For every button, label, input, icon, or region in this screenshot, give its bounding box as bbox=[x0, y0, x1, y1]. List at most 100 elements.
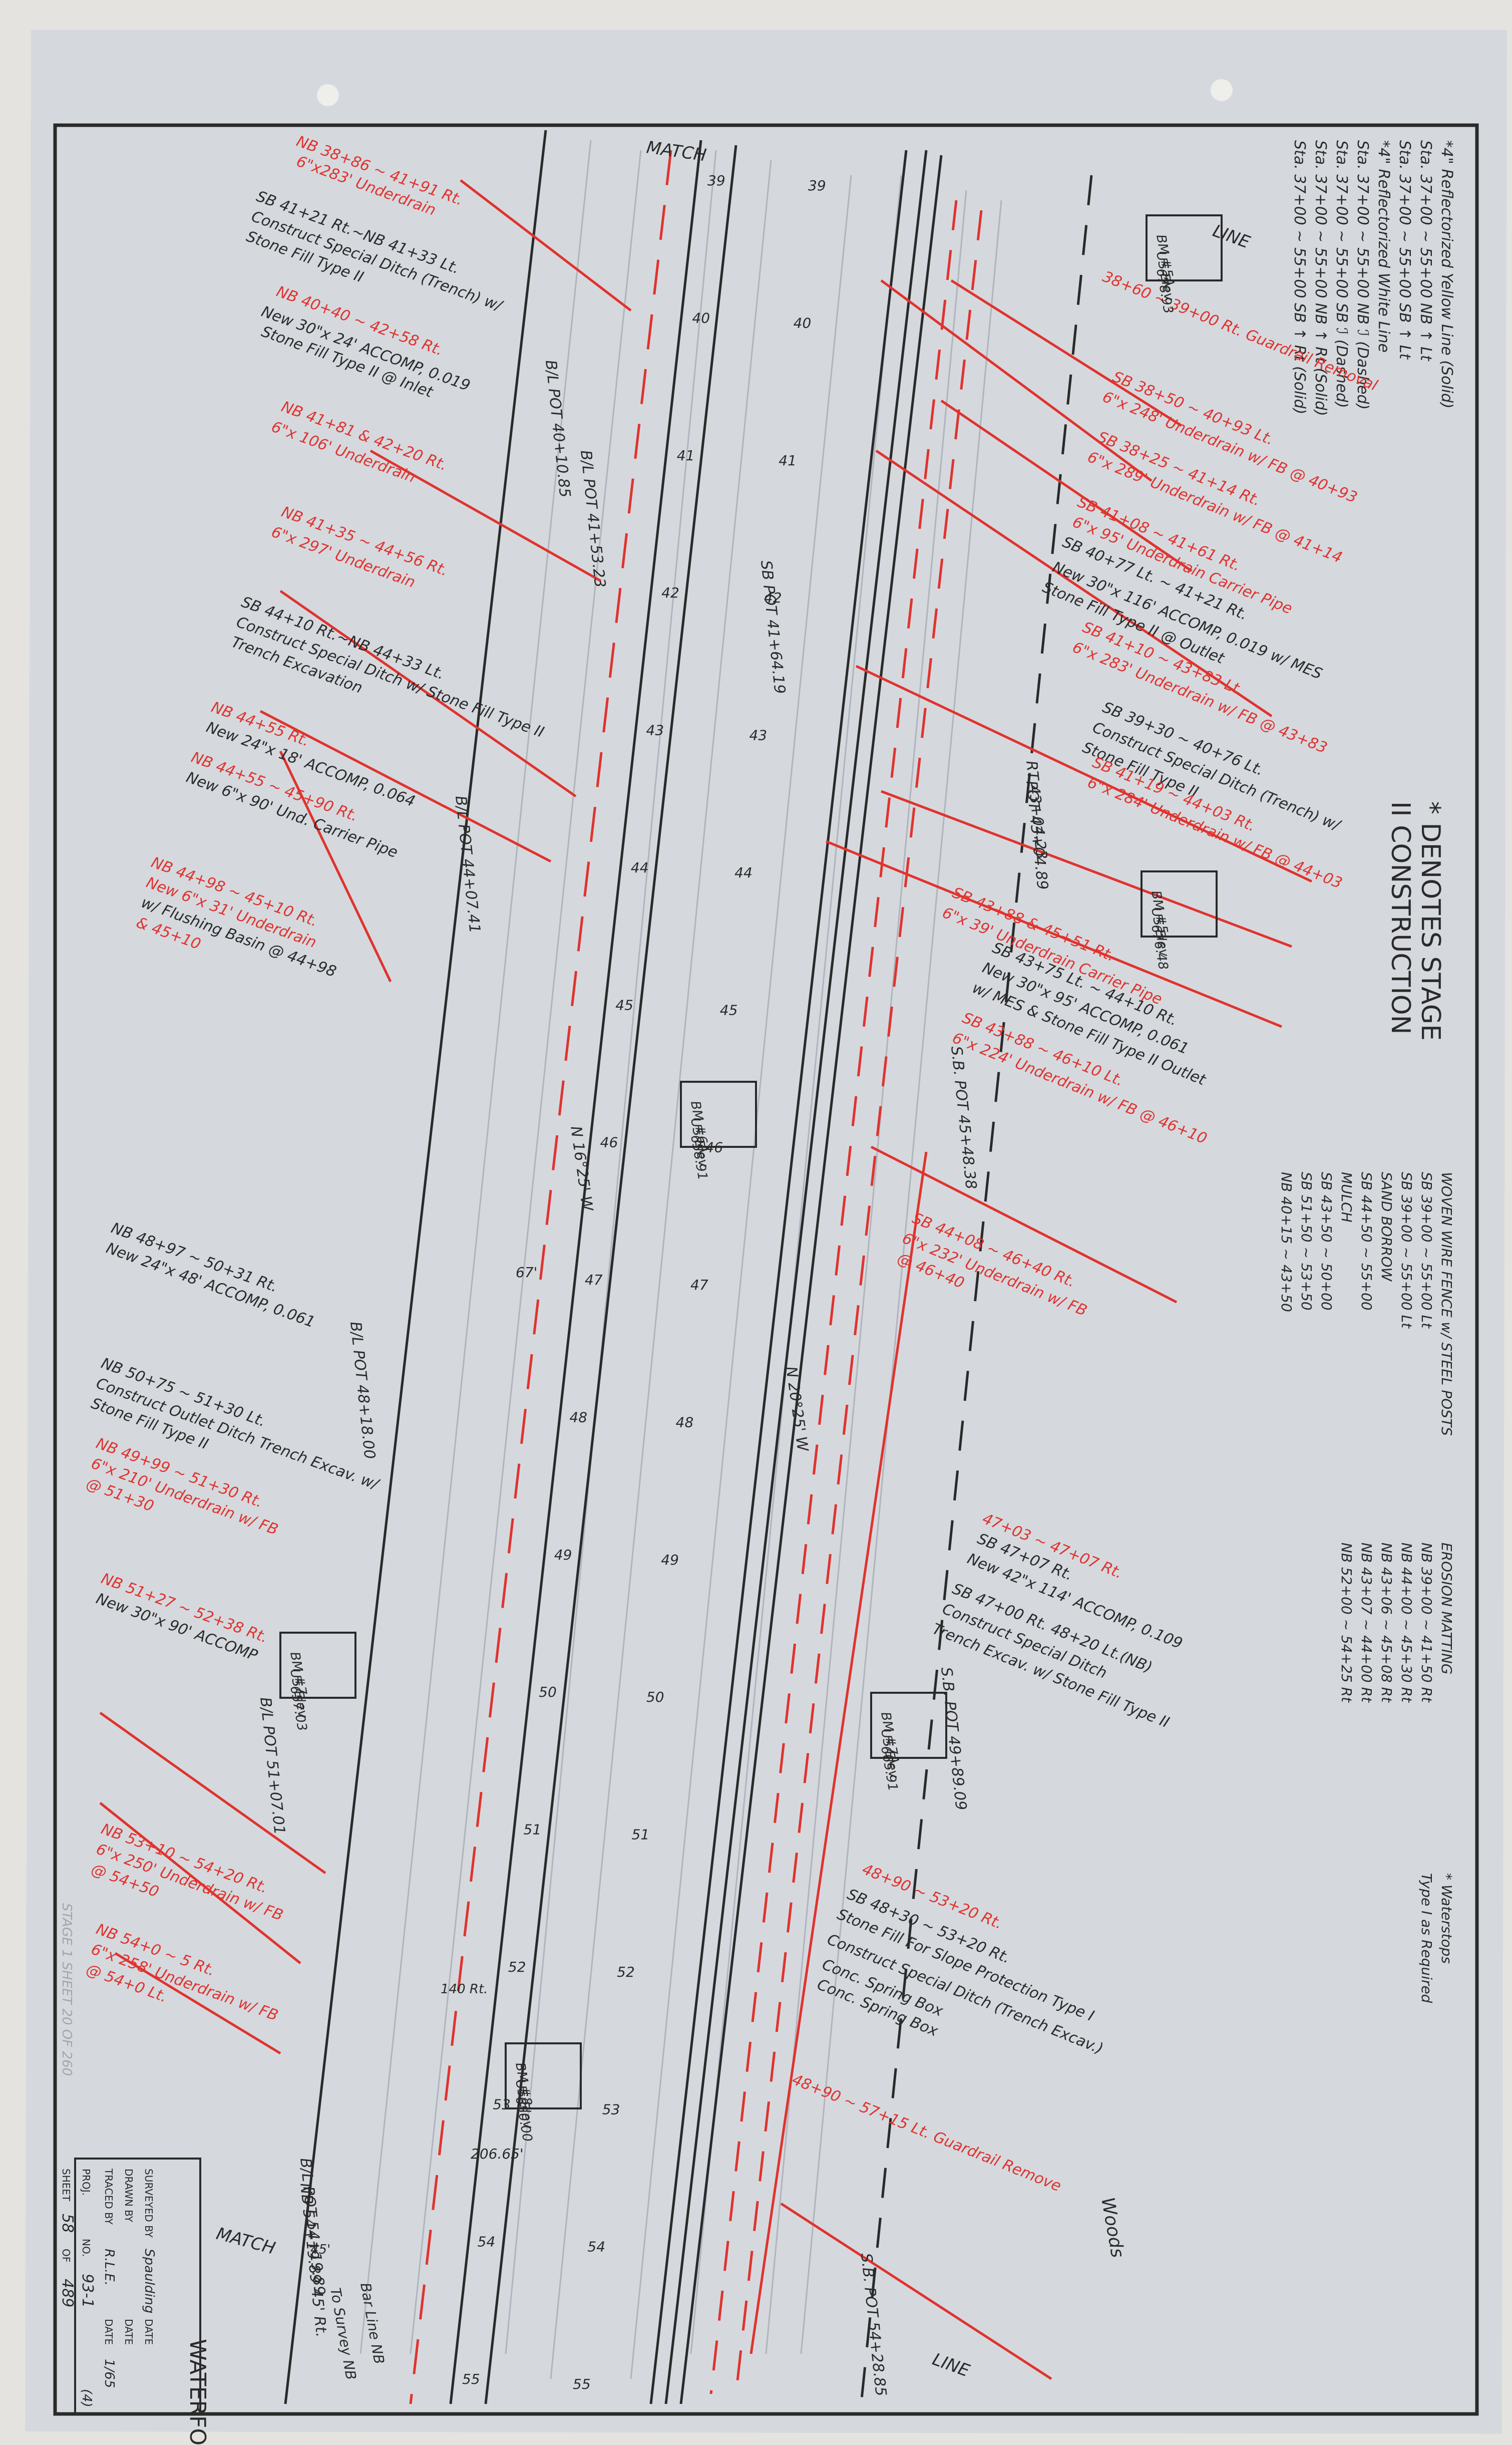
station-label-nb: 41 bbox=[677, 447, 695, 464]
station-label-nb: 50 bbox=[539, 1684, 557, 1700]
erosion-line: NB 44+00 ~ 45+30 Rt bbox=[1398, 1543, 1415, 1703]
station-label-sb: 45 bbox=[720, 1002, 738, 1018]
station-label-nb: 44 bbox=[631, 859, 649, 876]
station-label-sb: 53 bbox=[602, 2101, 620, 2117]
note-line: SB 39+00 ~ 55+00 Lt bbox=[1398, 1172, 1415, 1329]
station-label-sb: 54 bbox=[587, 2239, 605, 2255]
legend-line: Sta. 37+00 ~ 55+00 SB ↑ Rt (Solid) bbox=[1291, 140, 1308, 414]
erosion-line: NB 43+06 ~ 45+08 Rt bbox=[1378, 1543, 1395, 1703]
station-label-sb: 40 bbox=[794, 315, 812, 331]
benchmark-box bbox=[1146, 214, 1223, 281]
benchmark-box bbox=[680, 1081, 757, 1148]
note-line: SAND BORROW bbox=[1378, 1172, 1395, 1282]
erosion-line: NB 43+07 ~ 44+00 Rt bbox=[1358, 1543, 1375, 1703]
station-label-nb: 54 bbox=[478, 2234, 496, 2250]
bottom-note-line: * Waterstops bbox=[1438, 1873, 1455, 1964]
stage-title-1: * DENOTES STAGE bbox=[1415, 801, 1445, 1041]
station-label-sb: 47 bbox=[690, 1277, 708, 1293]
station-label-sb: 42 bbox=[764, 589, 782, 606]
title-block-row-label: TRACED BY bbox=[103, 2168, 115, 2225]
nb-edge-right bbox=[484, 145, 737, 2404]
station-label-sb: 43 bbox=[749, 727, 768, 744]
station-label-sb: 49 bbox=[661, 1552, 679, 1568]
station-label-sb: 41 bbox=[779, 452, 797, 469]
roadway-lines bbox=[284, 130, 1093, 2404]
station-label-sb: 39 bbox=[808, 177, 826, 194]
benchmark-box bbox=[870, 1692, 947, 1759]
punch-hole bbox=[317, 84, 339, 106]
note-line: SB 43+50 ~ 50+00 bbox=[1318, 1172, 1335, 1311]
station-label-nb: 40 bbox=[692, 310, 710, 326]
sb-edge-right bbox=[679, 155, 943, 2404]
station-label-nb: 43 bbox=[646, 722, 664, 739]
bottom-note-line: Type I as Required bbox=[1418, 1873, 1435, 2003]
title-block-row-value: R.L.E. bbox=[102, 2249, 117, 2286]
proj-no: 93-1 bbox=[79, 2274, 96, 2308]
station-label-nb: 53 bbox=[493, 2096, 511, 2112]
stamp: (4) bbox=[79, 2389, 94, 2407]
row-line bbox=[860, 175, 1093, 2404]
station-label-nb: 49 bbox=[554, 1547, 572, 1563]
stage-title-2: II CONSTRUCTION bbox=[1385, 801, 1415, 1035]
border-frame bbox=[53, 123, 1479, 2416]
dimension-label: 206.65' bbox=[471, 2146, 524, 2162]
station-label-nb: 52 bbox=[508, 1959, 526, 1975]
note-line: NB 40+15 ~ 43+50 bbox=[1278, 1172, 1295, 1312]
nb-edge-left bbox=[284, 130, 547, 2404]
legend-line: Sta. 37+00 ~ 55+00 NB ↑ Rt (Solid) bbox=[1312, 140, 1329, 416]
legend-line: *4" Reflectorized Yellow Line (Solid) bbox=[1438, 140, 1455, 409]
title-block-title: WATERFORD bbox=[185, 2339, 210, 2445]
station-label-nb: 51 bbox=[524, 1821, 542, 1838]
note-line: SB 39+00 ~ 55+00 Lt bbox=[1418, 1172, 1435, 1329]
station-label-nb: 55 bbox=[462, 2371, 480, 2387]
erosion-line: NB 52+00 ~ 54+25 Rt bbox=[1338, 1543, 1355, 1703]
sb-baseline bbox=[664, 150, 928, 2404]
station-label-nb: 42 bbox=[661, 584, 679, 601]
station-label-nb: 46 bbox=[600, 1134, 618, 1151]
station-label-sb: 48 bbox=[676, 1414, 694, 1430]
dimension-label: 67' bbox=[516, 1264, 537, 1281]
title-block-row-label: SURVEYED BY bbox=[143, 2169, 155, 2238]
legend-line: Sta. 37+00 ~ 55+00 NB ℐ (Dashed) bbox=[1354, 140, 1371, 410]
station-label-sb: 50 bbox=[646, 1689, 664, 1705]
sb-edge-left bbox=[649, 150, 908, 2404]
sheet-total: 489 bbox=[59, 2279, 76, 2307]
station-label-nb: 47 bbox=[585, 1272, 603, 1288]
faded-margin: STAGE 1 SHEET 20 OF 260 bbox=[59, 1903, 74, 2076]
legend-line: Sta. 37+00 ~ 55+00 NB ↑ Lt bbox=[1417, 140, 1434, 362]
title-block-row-label: DRAWN BY bbox=[123, 2169, 135, 2223]
sheet-no: 58 bbox=[59, 2214, 76, 2233]
red-layer bbox=[99, 150, 1313, 2404]
proj-label: PROJ. bbox=[80, 2169, 92, 2196]
title-block-frame bbox=[74, 2158, 201, 2415]
sheet-label: SHEET bbox=[60, 2169, 72, 2202]
title-block-row-value: Spaulding bbox=[142, 2249, 157, 2313]
title-block-date-label: DATE bbox=[103, 2319, 115, 2345]
legend-line: *4" Reflectorized White Line bbox=[1375, 140, 1392, 353]
station-label-sb: 44 bbox=[734, 864, 752, 881]
benchmark-box bbox=[279, 1632, 356, 1699]
dimension-label: 140 Rt. bbox=[441, 1982, 488, 1997]
station-label-sb: 55 bbox=[573, 2376, 591, 2392]
dimension-label: 45' bbox=[310, 2242, 330, 2257]
station-label-sb: 52 bbox=[617, 1964, 635, 1980]
proj-no-label: NO. bbox=[80, 2239, 92, 2257]
nb-baseline bbox=[449, 140, 702, 2404]
title-block-date: 1/65 bbox=[102, 2359, 117, 2388]
station-label-nb: 39 bbox=[707, 172, 725, 189]
punch-hole bbox=[1211, 79, 1233, 101]
benchmark-box bbox=[1141, 870, 1218, 938]
background-layer bbox=[359, 140, 1002, 2379]
title-block-date-label: DATE bbox=[123, 2319, 135, 2345]
of-label: OF bbox=[60, 2249, 72, 2262]
legend-line: Sta. 37+00 ~ 55+00 SB ℐ (Dashed) bbox=[1333, 140, 1350, 408]
station-label-sb: 51 bbox=[632, 1826, 650, 1843]
station-label-sb: 46 bbox=[705, 1139, 723, 1156]
note-line: WOVEN WIRE FENCE w/ STEEL POSTS bbox=[1438, 1172, 1455, 1436]
legend-line: Sta. 37+00 ~ 55+00 SB ↑ Lt bbox=[1396, 140, 1413, 360]
title-block-date-label: DATE bbox=[143, 2319, 155, 2345]
station-label-nb: 48 bbox=[569, 1409, 587, 1425]
station-label-nb: 45 bbox=[615, 997, 633, 1013]
